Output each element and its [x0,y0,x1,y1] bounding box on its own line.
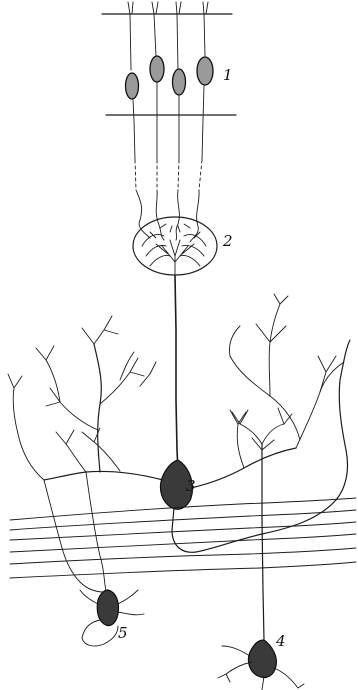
glomerulus: 2 [133,217,233,276]
receptor-cell [126,2,139,160]
mitral-apical-dendrite [175,276,178,470]
granule-cell: 5 [44,472,144,646]
label-mitral-cell: 3 [186,477,196,495]
mitral-cell: 3 [44,276,350,552]
receptor-cell [173,2,186,160]
tufted-cell: 4 [218,408,304,690]
tufted-soma [248,640,276,678]
label-glomerulus: 2 [222,232,233,250]
left-dendritic-tree [8,316,156,480]
receptor-cell-layer: 1 [102,2,236,160]
right-dendritic-tree [229,294,344,448]
label-granule-cell: 5 [118,624,128,642]
receptor-axons-dashed [135,160,202,242]
fiber-tract [10,498,356,578]
label-tufted-cell: 4 [275,632,286,650]
receptor-cell [197,2,213,160]
label-receptor-cells: 1 [223,66,233,84]
receptor-cell [150,2,164,160]
granule-soma [97,590,118,626]
